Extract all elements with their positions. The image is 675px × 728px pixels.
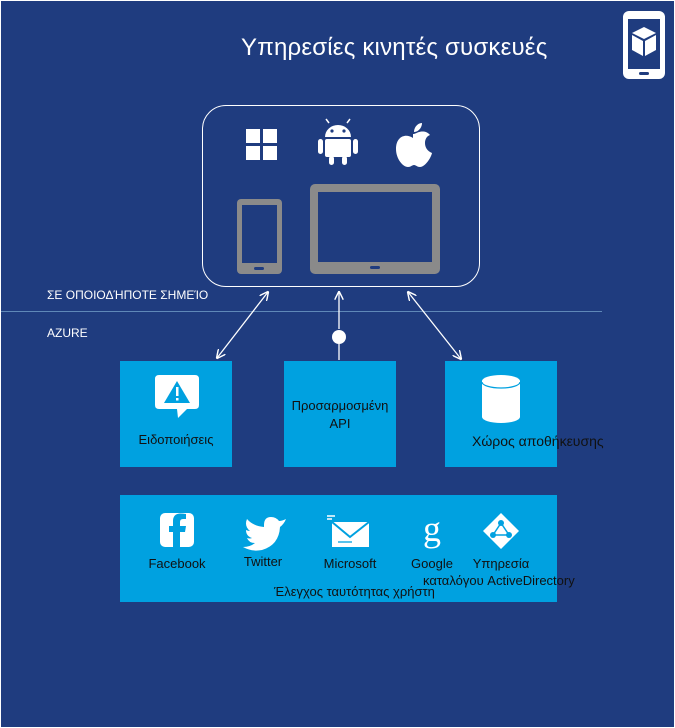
active-directory-label-line1: Υπηρεσία: [472, 556, 530, 571]
microsoft-label: Microsoft: [323, 556, 377, 571]
zone-azure-label: AZURE: [47, 326, 88, 340]
auth-caption: Έλεγχος ταυτότητας χρήστη: [274, 584, 435, 599]
device-group: [202, 105, 480, 287]
custom-api-label-line2: API: [329, 416, 351, 431]
notifications-service: [120, 361, 232, 467]
zone-anywhere-label: ΣΕ ΟΠΟΙΟΔΉΠΟΤΕ ΣΗΜΕΊΟ: [47, 288, 209, 302]
connector-api-dot: [332, 330, 346, 344]
storage-label: Χώρος αποθήκευσης: [472, 433, 604, 449]
twitter-label: Twitter: [243, 554, 283, 569]
google-label: Google: [411, 556, 453, 571]
active-directory-label-line2: καταλόγου ActiveDirectory: [423, 573, 575, 588]
facebook-label: Facebook: [148, 556, 206, 571]
storage-service: [445, 361, 557, 467]
connector-storage: [408, 292, 461, 359]
connector-notifications: [217, 292, 268, 358]
custom-api-label-line1: Προσαρμοσμένη: [291, 398, 389, 413]
notifications-label: Ειδοποιήσεις: [138, 432, 214, 447]
diagram-title: Υπηρεσίες κινητές συσκευές: [241, 34, 548, 61]
zone-divider: [1, 311, 602, 312]
custom-api-service: [284, 361, 396, 467]
